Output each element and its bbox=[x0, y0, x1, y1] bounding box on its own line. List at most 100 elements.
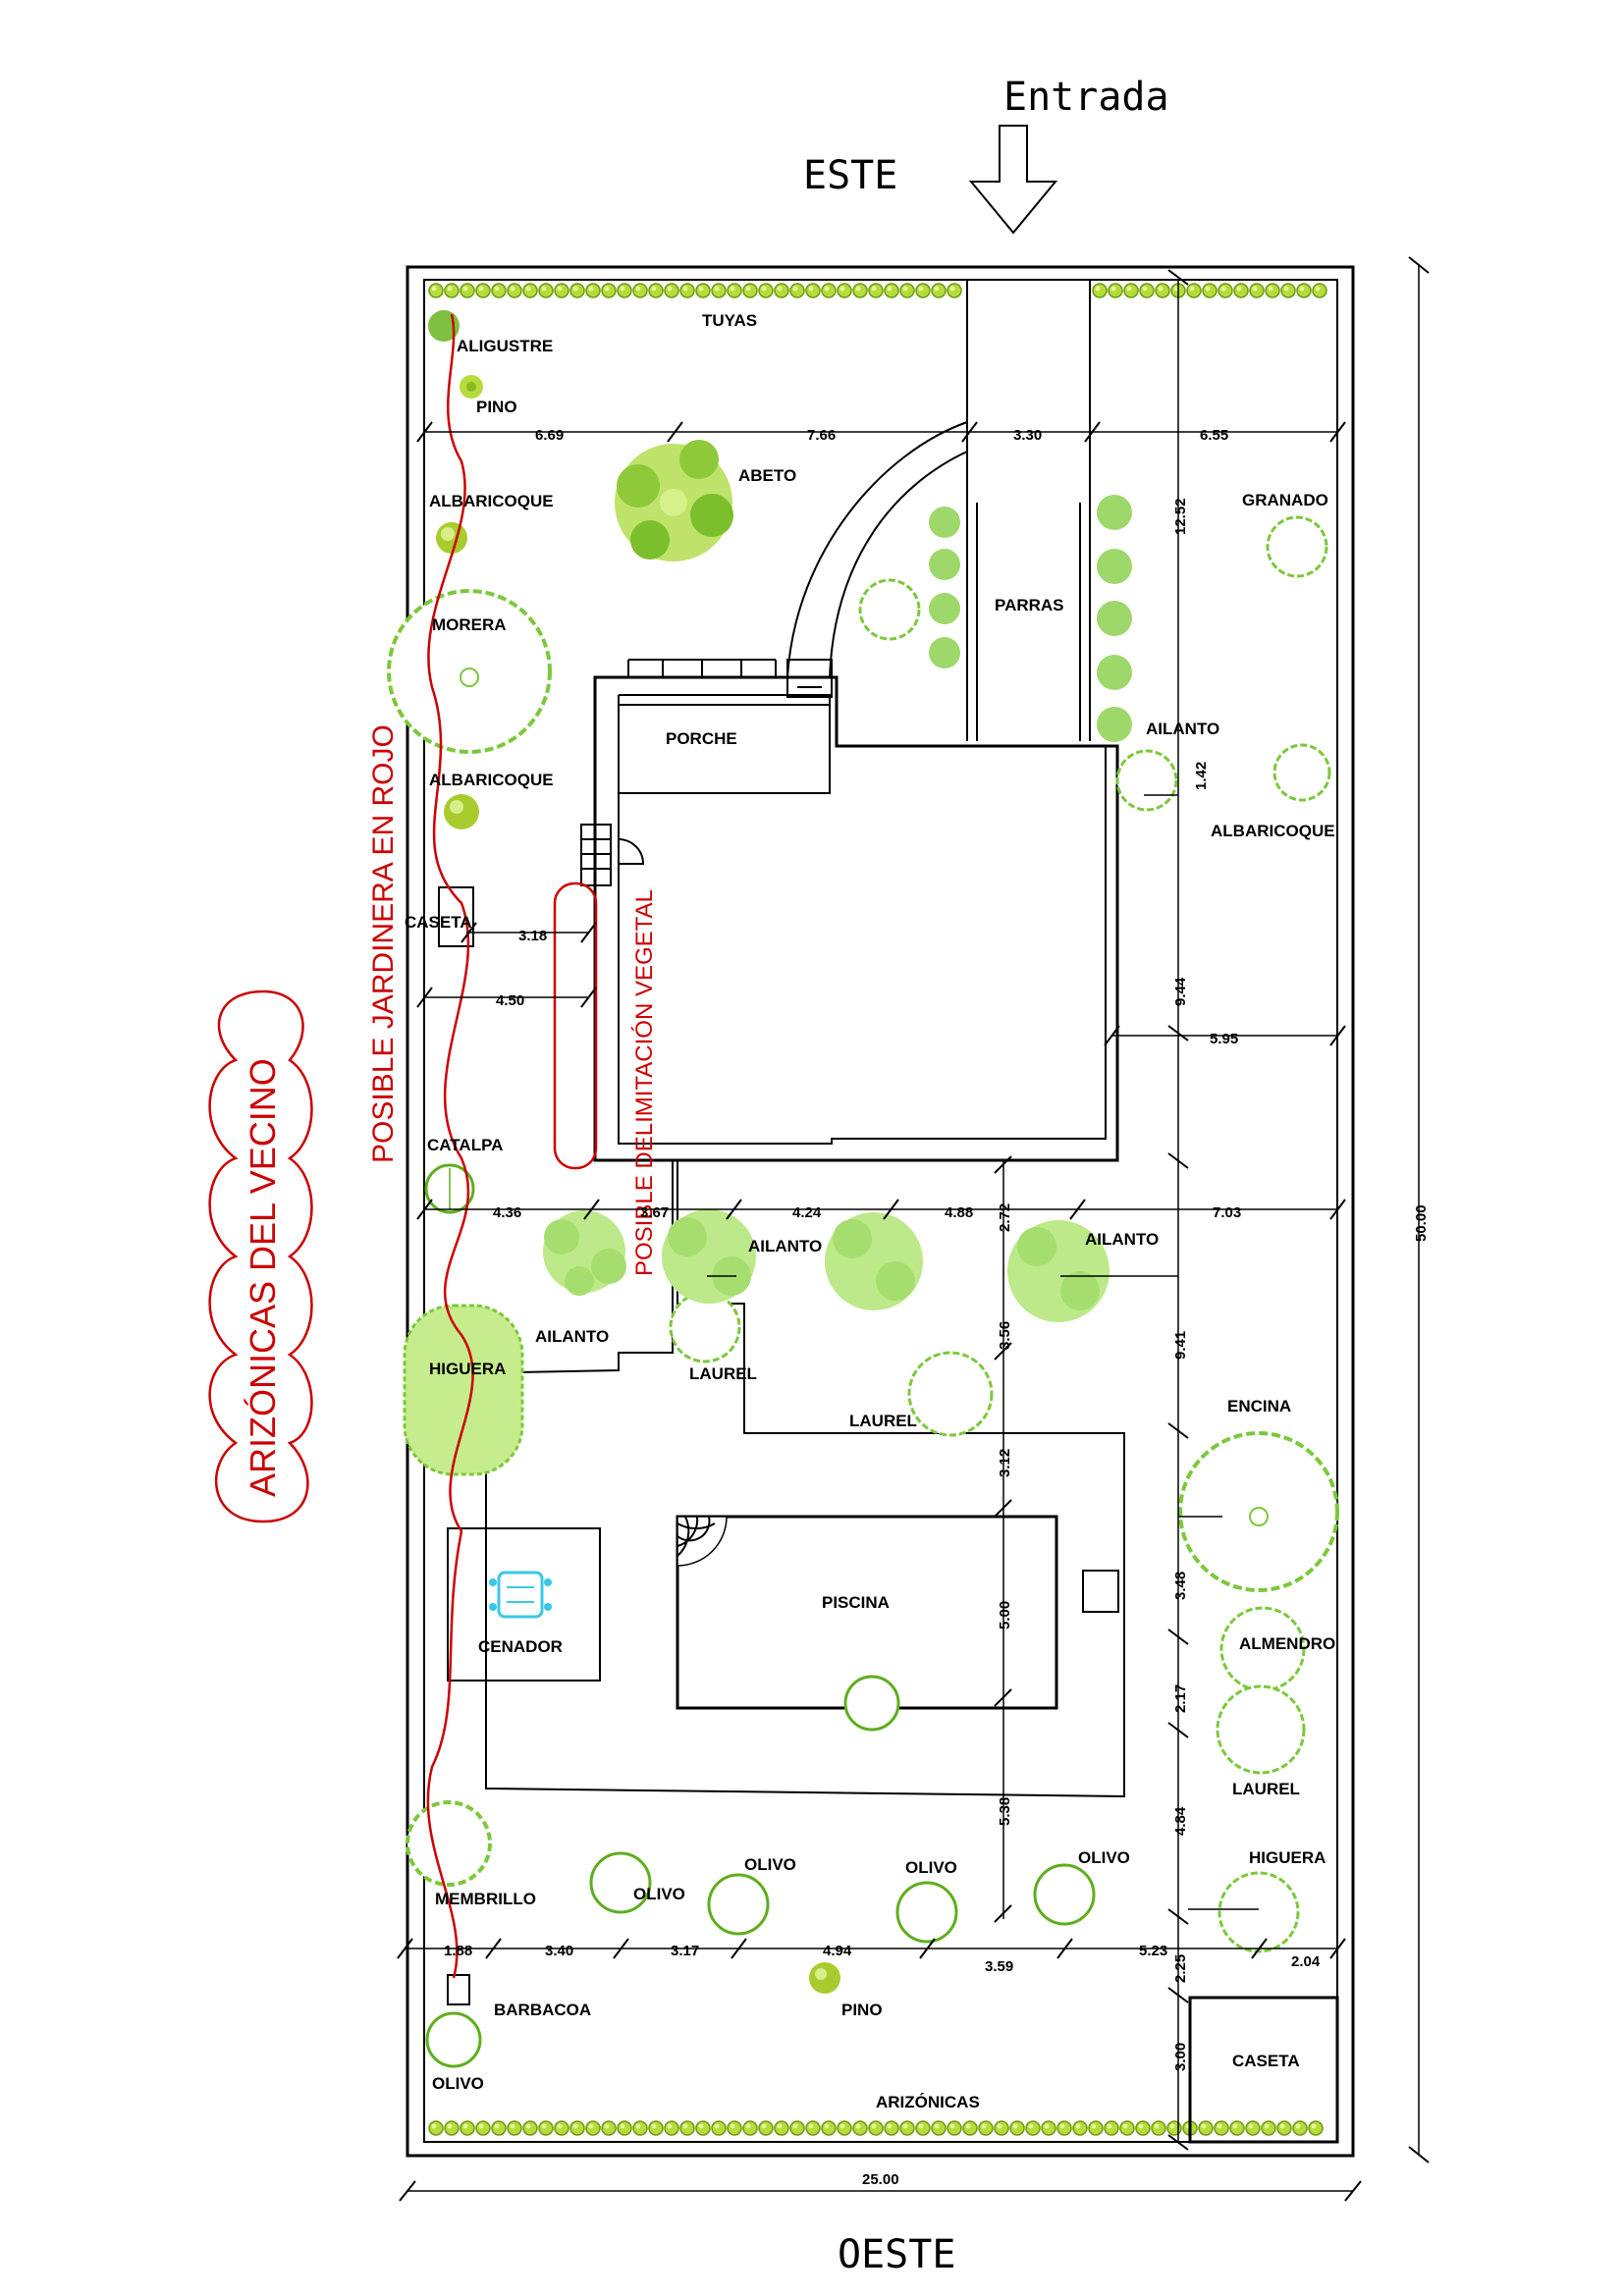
dim-25-00: 25.00 bbox=[862, 2171, 899, 2188]
dim-3-18: 3.18 bbox=[518, 928, 547, 944]
laurel-3-label: LAUREL bbox=[1232, 1780, 1300, 1798]
albaricoque-1-label: ALBARICOQUE bbox=[429, 492, 554, 510]
ailanto-1-label: AILANTO bbox=[535, 1327, 609, 1346]
laurel-3-tree bbox=[1216, 1684, 1306, 1775]
porche-area bbox=[618, 704, 831, 794]
dim-4-84: 4.84 bbox=[1172, 1806, 1189, 1836]
albaricoque-2-label: ALBARICOQUE bbox=[429, 771, 554, 789]
dim-4-88: 4.88 bbox=[945, 1204, 973, 1221]
granado-tree bbox=[1266, 515, 1328, 578]
olivo-1-tree bbox=[589, 1851, 652, 1914]
tuyas-hedge-top-right bbox=[1092, 283, 1327, 298]
pool-tree bbox=[843, 1675, 900, 1732]
este-label: ESTE bbox=[803, 153, 897, 198]
arizonicas-label: ARIZÓNICAS bbox=[876, 2093, 980, 2111]
ailanto-4-tree bbox=[1007, 1220, 1110, 1322]
ailanto-2-tree bbox=[662, 1209, 756, 1304]
ailanto-2-label: AILANTO bbox=[748, 1237, 822, 1255]
pool-machine bbox=[1082, 1570, 1119, 1613]
house bbox=[580, 659, 1119, 1162]
pino-bottom-tree bbox=[809, 1962, 840, 1994]
dim-3-48: 3.48 bbox=[1172, 1572, 1189, 1600]
caseta-left-shed bbox=[438, 886, 474, 947]
dim-3-56: 3.56 bbox=[997, 1321, 1013, 1350]
piscina-label: PISCINA bbox=[822, 1593, 890, 1612]
olivo-3-label: OLIVO bbox=[905, 1858, 957, 1877]
dim-2-25: 2.25 bbox=[1172, 1954, 1189, 1983]
dim-5-95: 5.95 bbox=[1210, 1031, 1238, 1047]
dim-2-72: 2.72 bbox=[997, 1203, 1013, 1232]
dim-5-23: 5.23 bbox=[1139, 1943, 1167, 1959]
higuera-left-label: HIGUERA bbox=[429, 1360, 506, 1378]
albaricoque-right-tree bbox=[1272, 743, 1331, 802]
morera-tree bbox=[387, 589, 552, 754]
dim-4-94: 4.94 bbox=[823, 1943, 852, 1959]
tuyas-label: TUYAS bbox=[702, 311, 757, 330]
dim-50-00: 50.00 bbox=[1413, 1204, 1430, 1242]
pino-top-tree bbox=[460, 375, 483, 399]
dim-7-03: 7.03 bbox=[1213, 1204, 1241, 1221]
jardinera-note: POSIBLE JARDINERA EN ROJO bbox=[367, 724, 400, 1163]
higuera-right-tree bbox=[1218, 1871, 1300, 1953]
albaricoque-1-tree bbox=[436, 522, 467, 554]
cenador-structure bbox=[447, 1527, 601, 1682]
dim-3-00: 3.00 bbox=[1172, 2043, 1189, 2071]
ailanto-3-label: AILANTO bbox=[1085, 1230, 1159, 1249]
caseta-right-label: CASETA bbox=[1232, 2052, 1300, 2070]
ailanto-right-tree bbox=[1115, 749, 1178, 812]
parras-dotted-shrub bbox=[858, 578, 921, 641]
plot-boundary bbox=[406, 265, 1355, 2158]
tuyas-hedge-top-left bbox=[428, 283, 962, 298]
caseta-right-shed bbox=[1188, 1996, 1339, 2144]
higuera-left-tree bbox=[403, 1304, 524, 1476]
dim-3-59: 3.59 bbox=[985, 1958, 1013, 1975]
dim-1-88: 1.88 bbox=[444, 1943, 472, 1959]
jardinera-red-line bbox=[426, 313, 474, 1979]
parras-vines bbox=[929, 495, 1132, 742]
laurel-2-label: LAUREL bbox=[849, 1412, 917, 1430]
dim-6-69: 6.69 bbox=[535, 427, 564, 444]
higuera-right-label: HIGUERA bbox=[1249, 1848, 1326, 1867]
olivo-1-label: OLIVO bbox=[633, 1885, 685, 1903]
morera-label: MORERA bbox=[432, 615, 507, 634]
dim-3-17: 3.17 bbox=[671, 1943, 699, 1959]
albaricoque-right-label: ALBARICOQUE bbox=[1211, 822, 1335, 840]
olivo-4-label: OLIVO bbox=[1078, 1848, 1130, 1867]
inner-boundary bbox=[423, 279, 1338, 2143]
olivo-4-tree bbox=[1033, 1863, 1096, 1926]
barbacoa-grill bbox=[447, 1974, 470, 2005]
dim-9-44: 9.44 bbox=[1172, 977, 1189, 1006]
cenador-label: CENADOR bbox=[478, 1637, 563, 1656]
catalpa-label: CATALPA bbox=[427, 1136, 503, 1154]
dim-6-55: 6.55 bbox=[1200, 427, 1228, 444]
membrillo-tree bbox=[406, 1800, 492, 1887]
pino-top-label: PINO bbox=[476, 398, 517, 416]
dim-3-40: 3.40 bbox=[545, 1943, 573, 1959]
porche-label: PORCHE bbox=[666, 729, 737, 748]
cenador-bench-icon bbox=[489, 1571, 552, 1619]
dimension-lines bbox=[405, 265, 1420, 2192]
dim-1-42: 1.42 bbox=[1193, 762, 1210, 790]
dim-12-52: 12.52 bbox=[1172, 498, 1189, 535]
pino-bottom-label: PINO bbox=[841, 2001, 883, 2019]
dim-9-41: 9.41 bbox=[1172, 1331, 1189, 1360]
olivo-2-tree bbox=[707, 1873, 770, 1936]
ailanto-1-tree bbox=[543, 1210, 626, 1296]
abeto-tree bbox=[615, 440, 733, 561]
steps bbox=[786, 659, 833, 698]
olivo-2-label: OLIVO bbox=[744, 1855, 796, 1874]
dim-3-67: 3.67 bbox=[640, 1204, 669, 1221]
membrillo-label: MEMBRILLO bbox=[435, 1890, 536, 1908]
dimension-ticks bbox=[397, 256, 1430, 2202]
entrance-arrow-icon bbox=[968, 125, 1058, 235]
aligustre-label: ALIGUSTRE bbox=[457, 337, 553, 355]
dim-3-30: 3.30 bbox=[1013, 427, 1042, 444]
dim-4-36: 4.36 bbox=[493, 1204, 521, 1221]
oeste-label: OESTE bbox=[838, 2232, 955, 2277]
barbacoa-label: BARBACOA bbox=[494, 2001, 591, 2019]
vecino-cloud bbox=[208, 989, 313, 1523]
almendro-label: ALMENDRO bbox=[1239, 1634, 1335, 1653]
ailanto-3-tree bbox=[825, 1212, 923, 1310]
abeto-label: ABETO bbox=[738, 466, 796, 485]
olivo-5-label: OLIVO bbox=[432, 2074, 484, 2093]
